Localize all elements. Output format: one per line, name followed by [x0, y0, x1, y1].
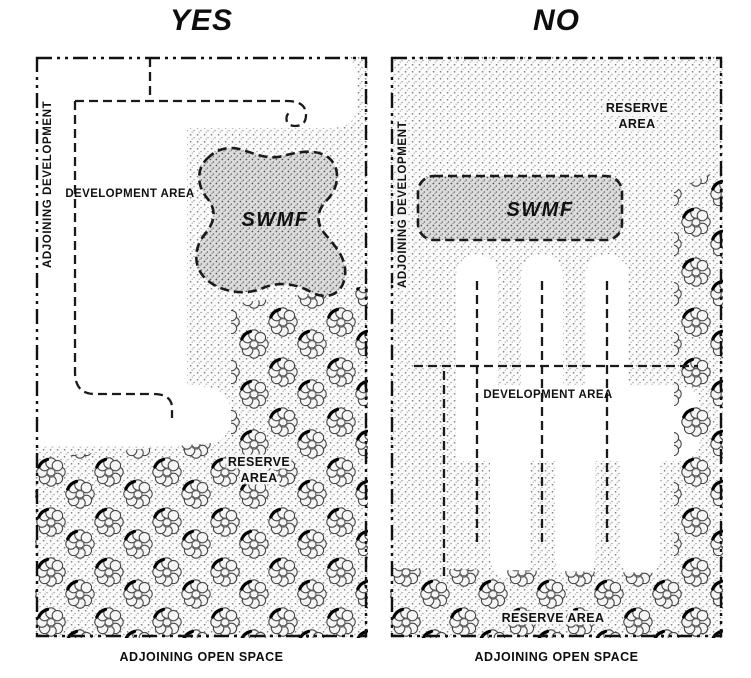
adjoining-development-label: ADJOINING DEVELOPMENT: [397, 121, 409, 288]
development-area-label: DEVELOPMENT AREA: [65, 188, 194, 200]
reserve-area-top-label: AREA: [618, 117, 655, 131]
reserve-area-label: RESERVE: [228, 455, 290, 469]
yes-title: YES: [169, 4, 234, 37]
no-panel-map: ADJOINING DEVELOPMENT RESERVE AREA SWMF …: [390, 56, 723, 638]
road-centerline: [73, 58, 308, 418]
tree-cluster-bottom: [390, 568, 723, 638]
swmf-label: SWMF: [241, 209, 308, 231]
swmf-label: SWMF: [506, 199, 573, 221]
adjoining-open-space-label: ADJOINING OPEN SPACE: [474, 650, 639, 664]
swmf-area: [194, 146, 347, 298]
swmf-area: [416, 174, 624, 242]
tree-cluster-right: [231, 286, 368, 638]
reserve-area-top-label: RESERVE: [606, 101, 668, 115]
reserve-area-label: AREA: [240, 471, 277, 485]
tree-cluster-bottom: [35, 441, 245, 638]
panel-border: [390, 56, 723, 638]
adjoining-development-label: ADJOINING DEVELOPMENT: [42, 101, 54, 268]
tree-cluster-right: [674, 168, 723, 638]
adjoining-open-space-label: ADJOINING OPEN SPACE: [119, 650, 284, 664]
yes-panel-map: ADJOINING DEVELOPMENT DEVELOPMENT AREA S…: [35, 56, 368, 638]
no-title: NO: [533, 4, 580, 37]
development-area-label: DEVELOPMENT AREA: [483, 389, 612, 401]
development-white-area: [35, 56, 357, 446]
reserve-area-bottom-label: RESERVE AREA: [502, 611, 605, 625]
panel-border: [35, 56, 368, 638]
lot-lines: [414, 281, 698, 581]
